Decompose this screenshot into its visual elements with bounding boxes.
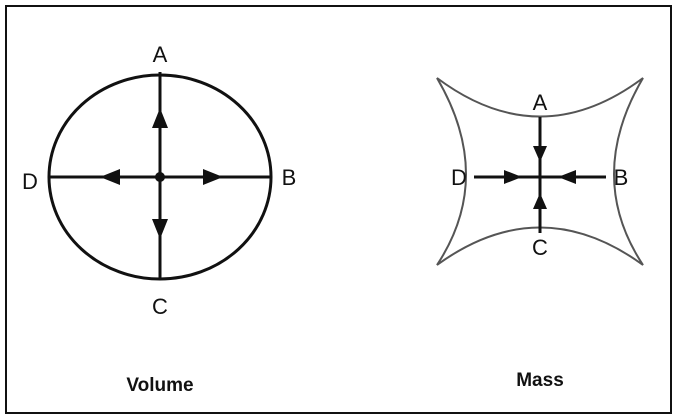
mass-label-b: B bbox=[614, 165, 629, 190]
volume-caption: Volume bbox=[126, 375, 193, 396]
volume-arrow-up bbox=[152, 108, 168, 128]
figure-border bbox=[5, 5, 672, 414]
mass-arrow-right bbox=[504, 170, 522, 184]
mass-arrow-up bbox=[533, 193, 547, 209]
mass-diagram: A B C D Mass bbox=[436, 77, 644, 391]
volume-arrow-left bbox=[100, 169, 120, 185]
volume-center-dot bbox=[155, 172, 165, 182]
volume-arrow-right bbox=[203, 169, 223, 185]
volume-arrow-down bbox=[152, 219, 168, 239]
volume-label-d: D bbox=[22, 169, 38, 194]
mass-label-c: C bbox=[532, 235, 548, 260]
volume-label-c: C bbox=[152, 294, 168, 319]
mass-arrow-down bbox=[533, 146, 547, 162]
mass-arrow-left bbox=[558, 170, 576, 184]
mass-outline bbox=[436, 77, 644, 266]
volume-diagram: A B C D Volume bbox=[22, 42, 296, 396]
mass-caption: Mass bbox=[516, 370, 564, 391]
volume-label-a: A bbox=[153, 42, 168, 67]
mass-label-d: D bbox=[451, 165, 467, 190]
volume-label-b: B bbox=[282, 165, 297, 190]
mass-label-a: A bbox=[533, 90, 548, 115]
